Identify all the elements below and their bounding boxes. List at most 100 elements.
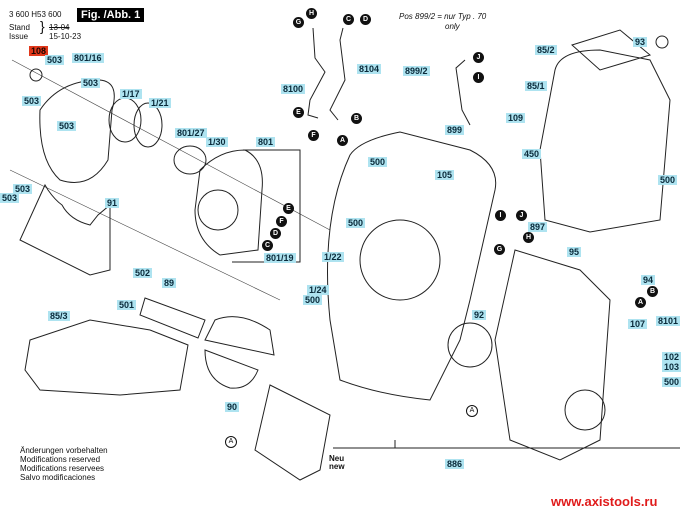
part-label-108[interactable]: 108 (29, 46, 49, 56)
part-label-801[interactable]: 801 (256, 137, 276, 147)
part-label-1-30[interactable]: 1/30 (206, 137, 228, 147)
cable-tube-8104 (329, 27, 346, 121)
part-label-93[interactable]: 93 (633, 37, 648, 47)
part-label-503[interactable]: 503 (57, 121, 77, 131)
part-label-500[interactable]: 500 (368, 157, 388, 167)
ref-marker-i: I (495, 210, 506, 221)
footer-note-en: Modifications reserved (20, 455, 101, 464)
part-label-801-16[interactable]: 801/16 (72, 53, 104, 63)
part-label-103[interactable]: 103 (662, 362, 682, 372)
bearing-part (29, 68, 43, 82)
motor-fan-guard (197, 189, 239, 231)
ref-marker-b: B (647, 286, 658, 297)
ref-marker-a-chute: A (225, 436, 237, 448)
part-label-897[interactable]: 897 (528, 222, 548, 232)
cable-tube-8100 (307, 27, 326, 119)
part-label-801-27[interactable]: 801/27 (175, 128, 207, 138)
part-label-886[interactable]: 886 (445, 459, 465, 469)
ref-marker-c: C (343, 14, 354, 25)
stator-part (133, 102, 163, 148)
motor-cover-part (39, 79, 115, 183)
chute-part (254, 384, 331, 481)
ref-marker-a-housing: A (466, 405, 478, 417)
part-label-92[interactable]: 92 (472, 310, 487, 320)
part-label-1-17[interactable]: 1/17 (120, 89, 142, 99)
part-label-85-1[interactable]: 85/1 (525, 81, 547, 91)
main-housing-part (327, 131, 497, 401)
plate-part (139, 297, 206, 339)
part-label-8101[interactable]: 8101 (656, 316, 681, 326)
part-label-500[interactable]: 500 (658, 175, 678, 185)
part-label-450[interactable]: 450 (522, 149, 542, 159)
part-label-85-2[interactable]: 85/2 (535, 45, 557, 55)
ref-marker-c: C (262, 240, 273, 251)
issue-label: Issue (9, 32, 29, 41)
part-label-503[interactable]: 503 (13, 184, 33, 194)
stand-value: 13-04 (49, 23, 70, 32)
blade-lower-part (204, 349, 259, 389)
new-label: new (329, 462, 345, 471)
part-label-899-2[interactable]: 899/2 (403, 66, 430, 76)
part-label-94[interactable]: 94 (641, 275, 656, 285)
part-label-1-24[interactable]: 1/24 (307, 285, 329, 295)
housing-opening (359, 219, 441, 301)
ref-marker-h: H (306, 8, 317, 19)
ref-marker-j: J (473, 52, 484, 63)
part-label-91[interactable]: 91 (105, 198, 120, 208)
hopper-lid-part (571, 29, 652, 71)
part-label-90[interactable]: 90 (225, 402, 240, 412)
mounting-bracket-part (19, 183, 111, 276)
part-label-503[interactable]: 503 (45, 55, 65, 65)
issue-value: 15-10-23 (49, 32, 82, 41)
ref-marker-e: E (293, 107, 304, 118)
ref-marker-e: E (283, 203, 294, 214)
ref-marker-h: H (523, 232, 534, 243)
stand-label: Stand (9, 23, 30, 32)
ref-marker-b: B (351, 113, 362, 124)
part-label-89[interactable]: 89 (162, 278, 177, 288)
part-label-501[interactable]: 501 (117, 300, 137, 310)
footer-note-fr: Modifications reservees (20, 464, 105, 473)
part-label-8100[interactable]: 8100 (281, 84, 306, 94)
watermark-link[interactable]: www.axistools.ru (551, 494, 658, 509)
part-label-503[interactable]: 503 (22, 96, 42, 106)
rear-housing-part (494, 249, 611, 461)
ref-marker-j: J (516, 210, 527, 221)
part-label-105[interactable]: 105 (435, 170, 455, 180)
part-label-102[interactable]: 102 (662, 352, 682, 362)
part-label-109[interactable]: 109 (506, 113, 526, 123)
part-label-95[interactable]: 95 (567, 247, 582, 257)
part-label-1-21[interactable]: 1/21 (149, 98, 171, 108)
ref-marker-g: G (293, 17, 304, 28)
footer-note-de: Änderungen vorbehalten (20, 446, 108, 455)
part-label-801-19[interactable]: 801/19 (264, 253, 296, 263)
part-label-503[interactable]: 503 (0, 193, 20, 203)
part-label-107[interactable]: 107 (628, 319, 648, 329)
rotor-part (108, 97, 142, 143)
blade-upper-part (204, 316, 275, 356)
part-label-85-3[interactable]: 85/3 (48, 311, 70, 321)
part-number: 3 600 H53 600 (9, 10, 62, 19)
brace: } (40, 18, 45, 34)
cable-899 (455, 59, 471, 126)
part-label-503[interactable]: 503 (81, 78, 101, 88)
part-label-899[interactable]: 899 (445, 125, 465, 135)
part-label-1-22[interactable]: 1/22 (322, 252, 344, 262)
part-label-500[interactable]: 500 (303, 295, 323, 305)
neu-label: Neu (329, 454, 345, 463)
ref-marker-i: I (473, 72, 484, 83)
ref-marker-g: G (494, 244, 505, 255)
disc-part (447, 322, 493, 368)
figure-label: Fig. /Abb. 1 (77, 8, 145, 22)
footer-note-es: Salvo modificaciones (20, 473, 96, 482)
rear-fan-part (564, 389, 606, 431)
ref-marker-f: F (308, 130, 319, 141)
part-label-8104[interactable]: 8104 (357, 64, 382, 74)
footer-notes: Änderungen vorbehalten Modifications res… (20, 446, 108, 482)
part-label-500[interactable]: 500 (662, 377, 682, 387)
hopper-part (539, 49, 671, 233)
part-label-502[interactable]: 502 (133, 268, 153, 278)
part-label-500[interactable]: 500 (346, 218, 366, 228)
ref-marker-a: A (337, 135, 348, 146)
